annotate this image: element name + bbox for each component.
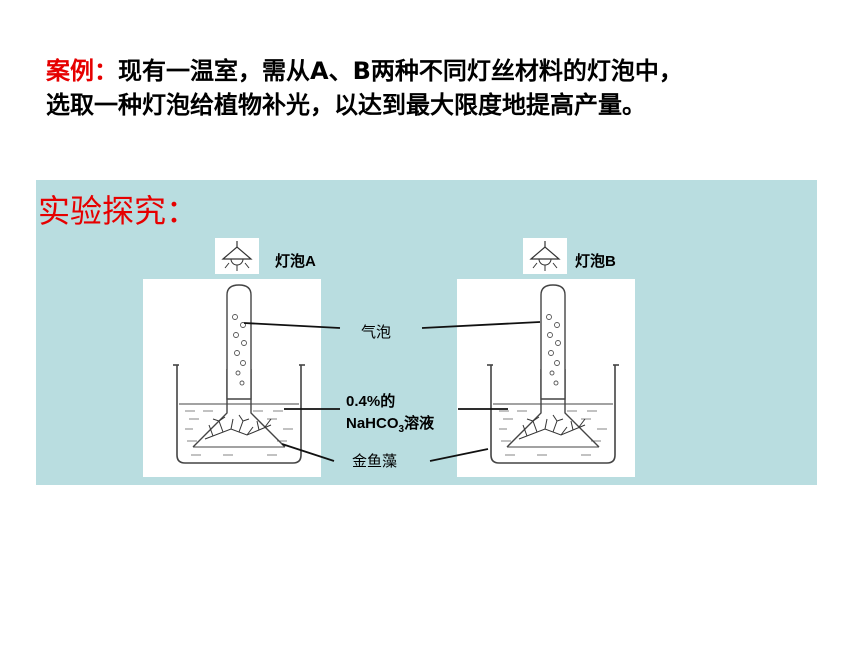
solution-formula: NaHCO: [346, 415, 399, 432]
plant-label: 金鱼藻: [352, 452, 397, 470]
case-line-1: 案例：现有一温室，需从A、B两种不同灯丝材料的灯泡中，: [46, 54, 846, 88]
lamp-a-label: 灯泡A: [275, 252, 316, 270]
leader-lines: [243, 321, 541, 462]
solution-label-line2: NaHCO3溶液: [346, 414, 435, 435]
solution-formula-subscript: 3: [399, 424, 405, 435]
lamp-b-label: 灯泡B: [575, 252, 616, 270]
case-prefix: 案例：: [46, 57, 118, 85]
lamp-a-icon: [214, 237, 260, 275]
setup-b-beaker-icon: [456, 278, 636, 478]
experiment-heading: 实验探究：: [38, 192, 199, 230]
lamp-b-icon: [522, 237, 568, 275]
bubble-label: 气泡: [361, 324, 391, 341]
solution-label-tail: 溶液: [404, 414, 435, 432]
case-line-1-text: 现有一温室，需从A、B两种不同灯丝材料的灯泡中，: [118, 57, 683, 85]
solution-label-line1: 0.4%的: [346, 392, 395, 410]
case-description: 案例：现有一温室，需从A、B两种不同灯丝材料的灯泡中， 选取一种灯泡给植物补光，…: [46, 54, 846, 122]
case-line-2: 选取一种灯泡给植物补光，以达到最大限度地提高产量。: [46, 91, 646, 119]
